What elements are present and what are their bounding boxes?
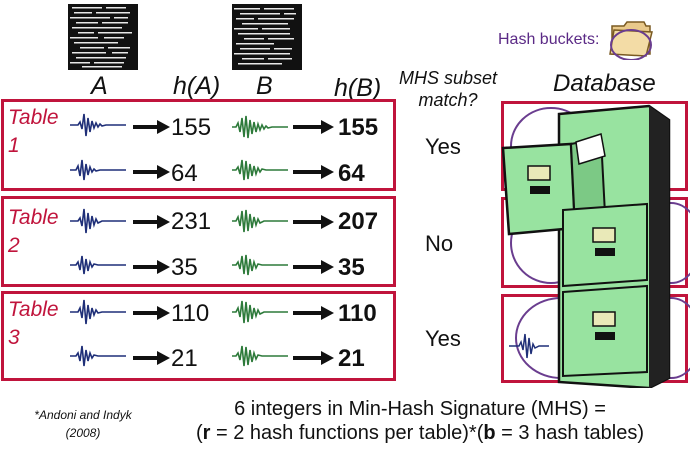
filing-cabinet-image	[501, 104, 690, 388]
mhs-formula-line2: (r = 2 hash functions per table)*(b = 3 …	[160, 421, 680, 445]
mhs-formula: 6 integers in Min-Hash Signature (MHS) =…	[160, 397, 680, 445]
arrow-icon	[293, 351, 334, 365]
fingerprint-b-image	[232, 4, 302, 70]
mhs-formula-line1: 6 integers in Min-Hash Signature (MHS) =	[234, 398, 606, 420]
waveform-icon	[232, 254, 288, 276]
table-label-1-line2: 1	[8, 134, 20, 158]
table-label-2-line1: Table	[8, 206, 59, 229]
column-header-a: A	[91, 72, 108, 100]
hash-value-a: 231	[171, 208, 212, 235]
column-header-hb: h(B)	[334, 74, 382, 102]
match-result-3: Yes	[425, 326, 461, 351]
arrow-icon	[133, 306, 170, 320]
column-header-b: B	[256, 72, 273, 100]
arrow-icon	[133, 260, 170, 274]
hash-value-a: 155	[171, 114, 212, 141]
table-label-2: Table 2	[8, 204, 59, 261]
table-box-2	[1, 196, 396, 287]
arrow-icon	[293, 215, 334, 229]
waveform-icon	[70, 113, 126, 137]
hash-value-b: 21	[338, 345, 365, 372]
hash-value-a: 21	[171, 345, 198, 372]
hash-value-b: 155	[338, 114, 379, 141]
table-box-3	[1, 291, 396, 381]
arrow-icon	[133, 215, 170, 229]
column-header-ha: h(A)	[173, 72, 221, 100]
table-label-1: Table 1	[8, 104, 59, 161]
database-header: Database	[553, 70, 656, 97]
hash-value-a: 35	[171, 254, 198, 281]
table-label-1-line1: Table	[8, 106, 59, 129]
waveform-icon	[232, 300, 288, 324]
waveform-icon	[232, 209, 288, 233]
hash-value-b: 64	[338, 160, 365, 187]
formula-r: r	[202, 422, 211, 444]
hash-value-a: 110	[171, 300, 210, 327]
arrow-icon	[293, 120, 334, 134]
fingerprint-a-image	[68, 4, 138, 70]
mhs-header-line2: match?	[418, 89, 478, 110]
citation: *Andoni and Indyk (2008)	[8, 406, 158, 442]
table-label-3-line1: Table	[8, 298, 59, 321]
hash-buckets-label: Hash buckets:	[498, 31, 600, 48]
hash-value-b: 110	[338, 300, 377, 327]
arrow-icon	[133, 351, 170, 365]
mhs-match-header: MHS subset match?	[398, 68, 498, 111]
table-label-3-line2: 3	[8, 326, 20, 350]
waveform-icon	[232, 345, 288, 367]
formula-open-paren: (	[195, 422, 203, 444]
waveform-icon	[232, 159, 288, 181]
waveform-icon	[70, 255, 126, 275]
match-result-2: No	[425, 231, 454, 256]
waveform-icon	[70, 208, 126, 234]
arrow-icon	[293, 165, 334, 179]
citation-line2: (2008)	[65, 426, 101, 440]
match-result-1: Yes	[425, 134, 461, 159]
mhs-header-line1: MHS subset	[398, 68, 498, 88]
citation-line1: *Andoni and Indyk	[34, 408, 132, 422]
arrow-icon	[133, 120, 170, 134]
waveform-icon	[70, 159, 126, 181]
waveform-icon	[70, 345, 126, 367]
table-label-2-line2: 2	[8, 234, 20, 258]
waveform-icon	[232, 115, 288, 139]
hash-value-b: 207	[338, 208, 379, 235]
arrow-icon	[293, 260, 334, 274]
folder-icon	[606, 14, 656, 61]
arrow-icon	[293, 306, 334, 320]
arrow-icon	[133, 165, 170, 179]
waveform-icon	[70, 299, 126, 325]
formula-mid: = 2 hash functions per table)*(	[210, 422, 484, 444]
hash-value-a: 64	[171, 160, 198, 187]
formula-b: b	[483, 422, 496, 444]
table-label-3: Table 3	[8, 296, 59, 353]
table-box-1	[1, 99, 396, 191]
formula-end: = 3 hash tables)	[495, 422, 645, 444]
hash-value-b: 35	[338, 254, 365, 281]
